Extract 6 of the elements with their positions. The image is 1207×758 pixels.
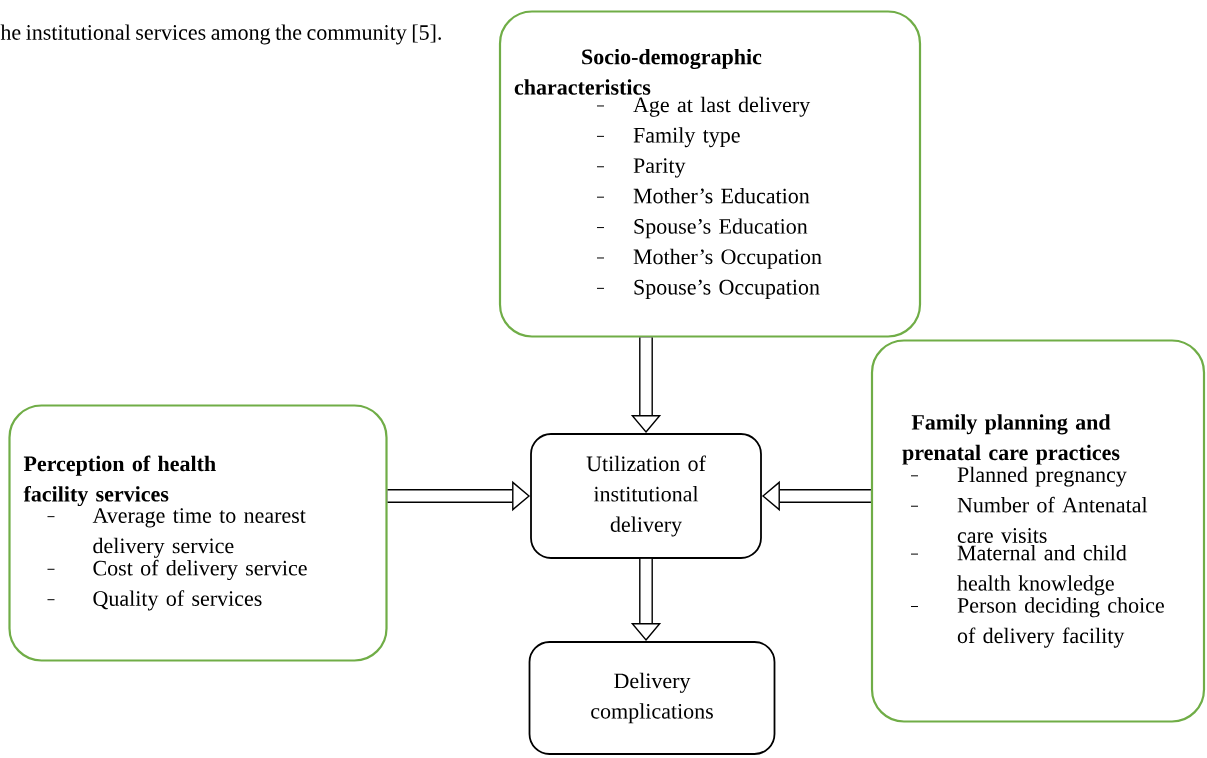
category-box: Perception of health facility services Average time to nearest delivery service Cost of delivery service Quality of services xyxy=(8,404,388,662)
category-box: Socio-demographic characteristics Age at last delivery Family type Parity Mother’s Education Spouse’s Education Mother’s Occupation Spouse’s Occupation xyxy=(498,10,922,338)
process-box: Delivery complications xyxy=(528,641,776,755)
paragraph-text: he institutional services among the community [5]. xyxy=(0,24,441,45)
category-box: Family planning and prenatal care practices Planned pregnancy Number of Antenatal care visits Maternal and child health knowledge Person deciding choice of delivery facility xyxy=(870,339,1206,723)
process-box: Utilization of institutional delivery xyxy=(530,433,762,559)
